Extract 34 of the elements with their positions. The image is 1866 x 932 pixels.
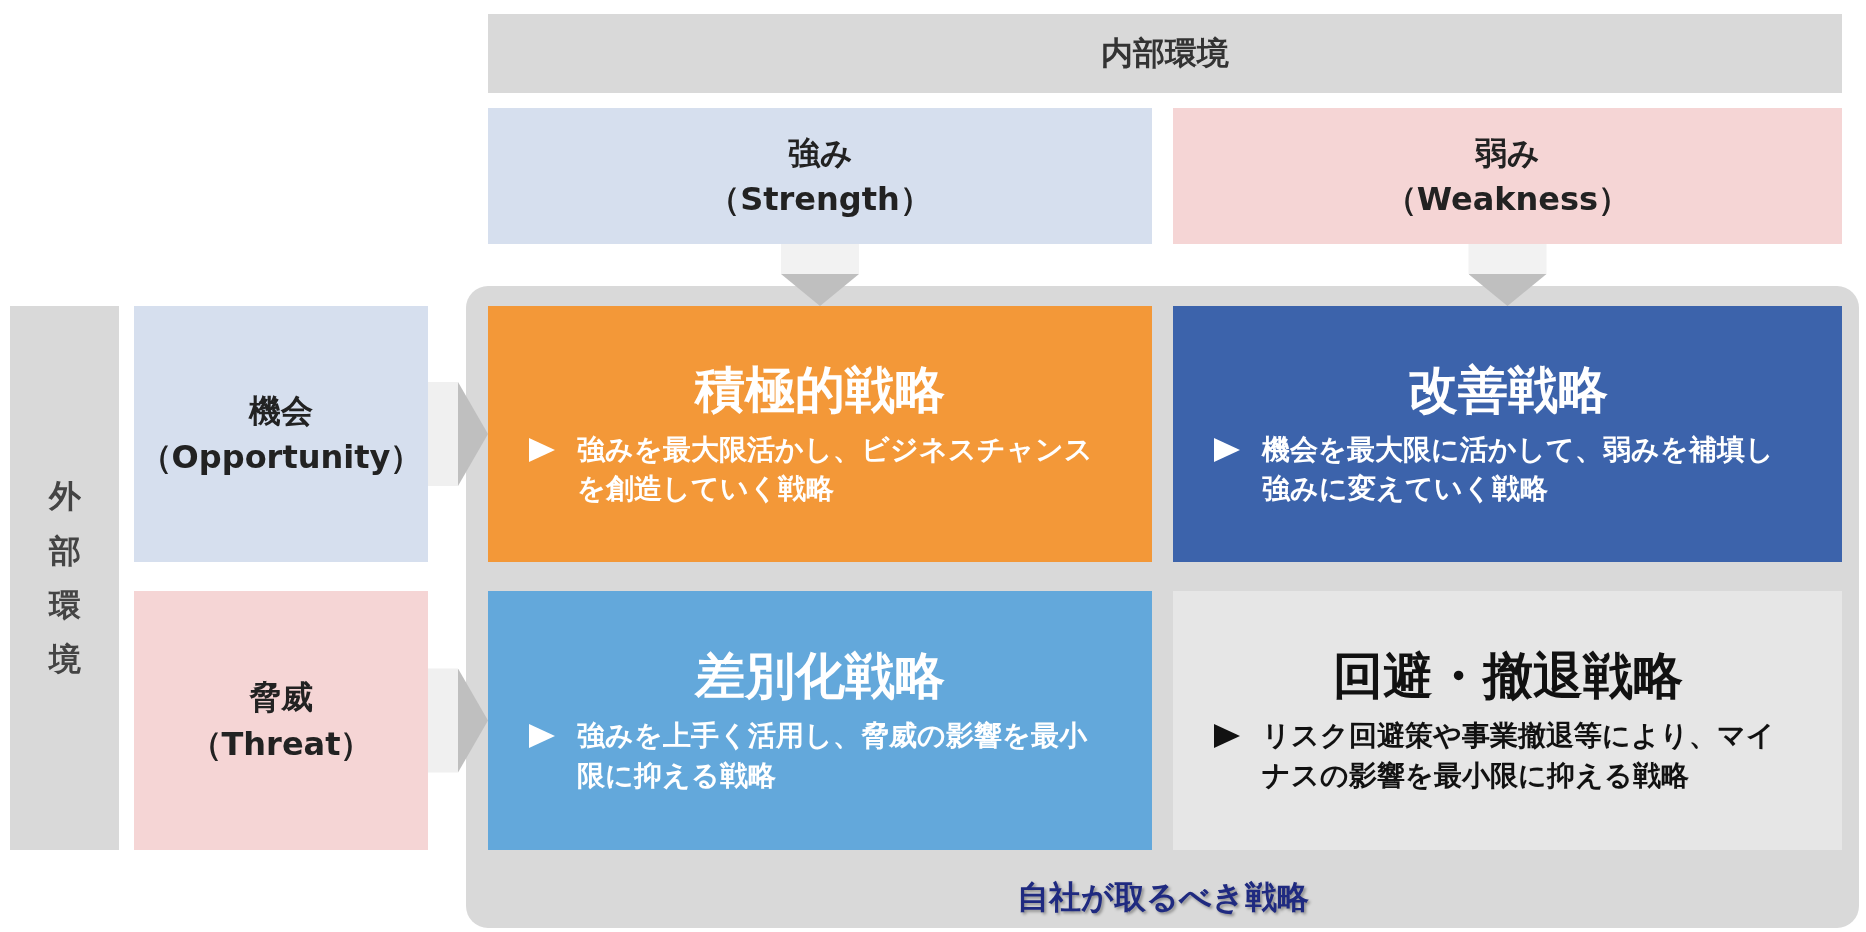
chevron-arrow	[428, 668, 488, 773]
category-label: 弱み	[1475, 132, 1540, 174]
strategy-description: 強みを上手く活用し、脅威の影響を最小限に抑える戦略	[577, 718, 1088, 794]
strategy-description: 機会を最大限に活かして、弱みを補填し強みに変えていく戦略	[1262, 431, 1775, 507]
category-label: （Weakness）	[1384, 179, 1631, 220]
strategy-description: リスク回避策や事業撤退等により、マイナスの影響を最小限に抑える戦略	[1262, 718, 1776, 794]
strategy-box	[488, 306, 1152, 562]
chevron-arrow	[1468, 244, 1547, 306]
category-label: 強み	[787, 132, 853, 174]
header-band	[488, 14, 1842, 93]
category-label: 機会	[249, 390, 313, 432]
chevron-arrow	[781, 244, 859, 306]
header-label: 外部環境	[47, 476, 82, 681]
category-box	[134, 306, 428, 562]
strategy-title: 差別化戦略	[695, 646, 945, 707]
strategy-box	[488, 591, 1152, 850]
strategy-title: 積極的戦略	[695, 359, 945, 420]
category-label: 脅威	[249, 677, 313, 719]
category-box	[488, 108, 1152, 244]
category-label: （Strength）	[708, 179, 932, 220]
panel-caption: 自社が取るべき戦略	[1016, 876, 1309, 918]
strategy-title: 回避・撤退戦略	[1332, 646, 1683, 707]
category-box	[1173, 108, 1842, 244]
side-band	[10, 306, 119, 850]
strategy-panel	[466, 286, 1859, 928]
strategy-box	[1173, 306, 1842, 562]
category-box	[134, 591, 428, 850]
strategy-description: 強みを最大限活かし、ビジネスチャンスを創造していく戦略	[577, 431, 1094, 507]
category-label: （Threat）	[189, 723, 373, 765]
category-label: （Opportunity）	[139, 437, 423, 478]
strategy-box	[1173, 591, 1842, 850]
header-label: 内部環境	[1101, 33, 1229, 75]
chevron-arrow	[428, 382, 488, 486]
strategy-title: 改善戦略	[1407, 359, 1608, 420]
